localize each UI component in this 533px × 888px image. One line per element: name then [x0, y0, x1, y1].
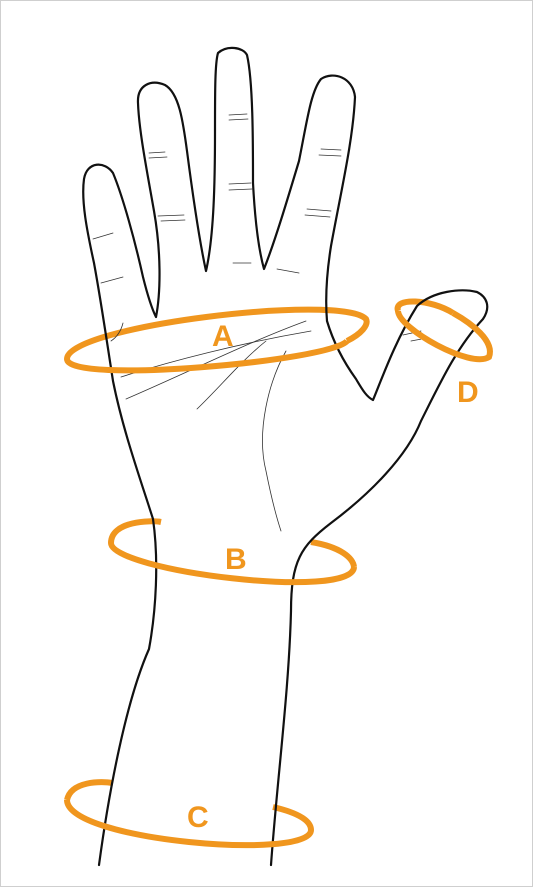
- hand-left-contour: [83, 48, 487, 865]
- crease: [229, 119, 248, 120]
- label-c: C: [187, 801, 209, 834]
- crease: [307, 209, 331, 211]
- crease: [229, 114, 247, 115]
- crease: [101, 277, 123, 283]
- label-a: A: [212, 320, 234, 353]
- hand-outline: [83, 48, 487, 865]
- crease: [93, 233, 113, 239]
- crease: [158, 215, 184, 216]
- crease: [277, 269, 299, 273]
- crease: [161, 220, 185, 221]
- ring-d-front: [398, 311, 490, 359]
- crease: [229, 189, 252, 190]
- label-b: B: [225, 543, 247, 576]
- crease: [321, 149, 341, 150]
- ring-d-back: [398, 301, 453, 313]
- palm-line: [263, 351, 286, 531]
- hand-creases: [93, 114, 427, 531]
- crease: [149, 152, 165, 153]
- crease: [305, 215, 330, 217]
- ring-front-layer: [67, 311, 490, 845]
- crease: [229, 183, 251, 184]
- crease: [149, 157, 167, 158]
- ring-back-layer: [67, 301, 453, 830]
- crease: [319, 155, 341, 156]
- label-d: D: [457, 376, 479, 409]
